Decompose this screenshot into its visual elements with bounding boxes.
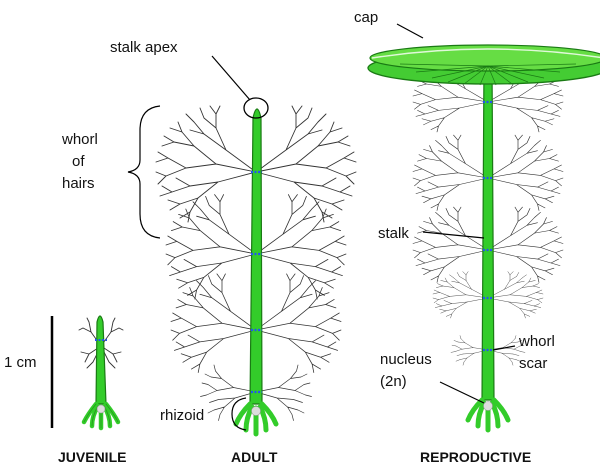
nucleus-label-1: nucleus xyxy=(380,351,432,368)
stage-reproductive: REPRODUCTIVE xyxy=(420,449,531,465)
stalk-pointer xyxy=(422,231,485,239)
reproductive-organism xyxy=(367,44,600,433)
stalk-apex-pointer xyxy=(211,55,251,101)
whorl-scar-pointer xyxy=(492,345,516,351)
whorl-of-hairs-label-1: whorl xyxy=(61,131,98,148)
adult-rhizoid xyxy=(233,401,279,437)
stalk-label: stalk xyxy=(378,225,409,242)
nucleus-pointer xyxy=(439,381,485,404)
adult-stalk xyxy=(249,108,263,405)
cap-label: cap xyxy=(354,9,378,26)
adult-whorl-scars xyxy=(251,170,262,394)
whorl-of-hairs-label-3: hairs xyxy=(62,175,95,192)
repro-whorl-scars xyxy=(483,100,493,352)
whorl-scar-label-1: whorl xyxy=(518,333,555,350)
whorl-of-hairs-brace xyxy=(127,105,161,239)
stalk-apex-circle xyxy=(243,97,269,119)
adult-organism xyxy=(155,97,357,437)
cap-pointer xyxy=(396,23,424,39)
stage-juvenile: JUVENILE xyxy=(58,449,126,465)
adult-nucleus xyxy=(251,406,261,416)
rhizoid-brace xyxy=(231,397,247,431)
repro-rhizoid xyxy=(465,397,511,433)
whorl-scar-label-2: scar xyxy=(519,355,547,372)
rhizoid-label: rhizoid xyxy=(160,407,204,424)
juvenile-nucleus xyxy=(96,404,106,414)
scale-label: 1 cm xyxy=(4,354,37,371)
nucleus-label-2: (2n) xyxy=(380,373,407,390)
repro-nucleus xyxy=(483,401,493,411)
juvenile-stalk xyxy=(95,315,107,405)
whorl-of-hairs-label-2: of xyxy=(72,153,85,170)
stage-adult: ADULT xyxy=(231,449,278,465)
stalk-apex-label: stalk apex xyxy=(110,39,178,56)
juvenile-organism xyxy=(78,315,124,431)
repro-cap xyxy=(367,44,600,86)
juvenile-rhizoid xyxy=(81,401,121,431)
